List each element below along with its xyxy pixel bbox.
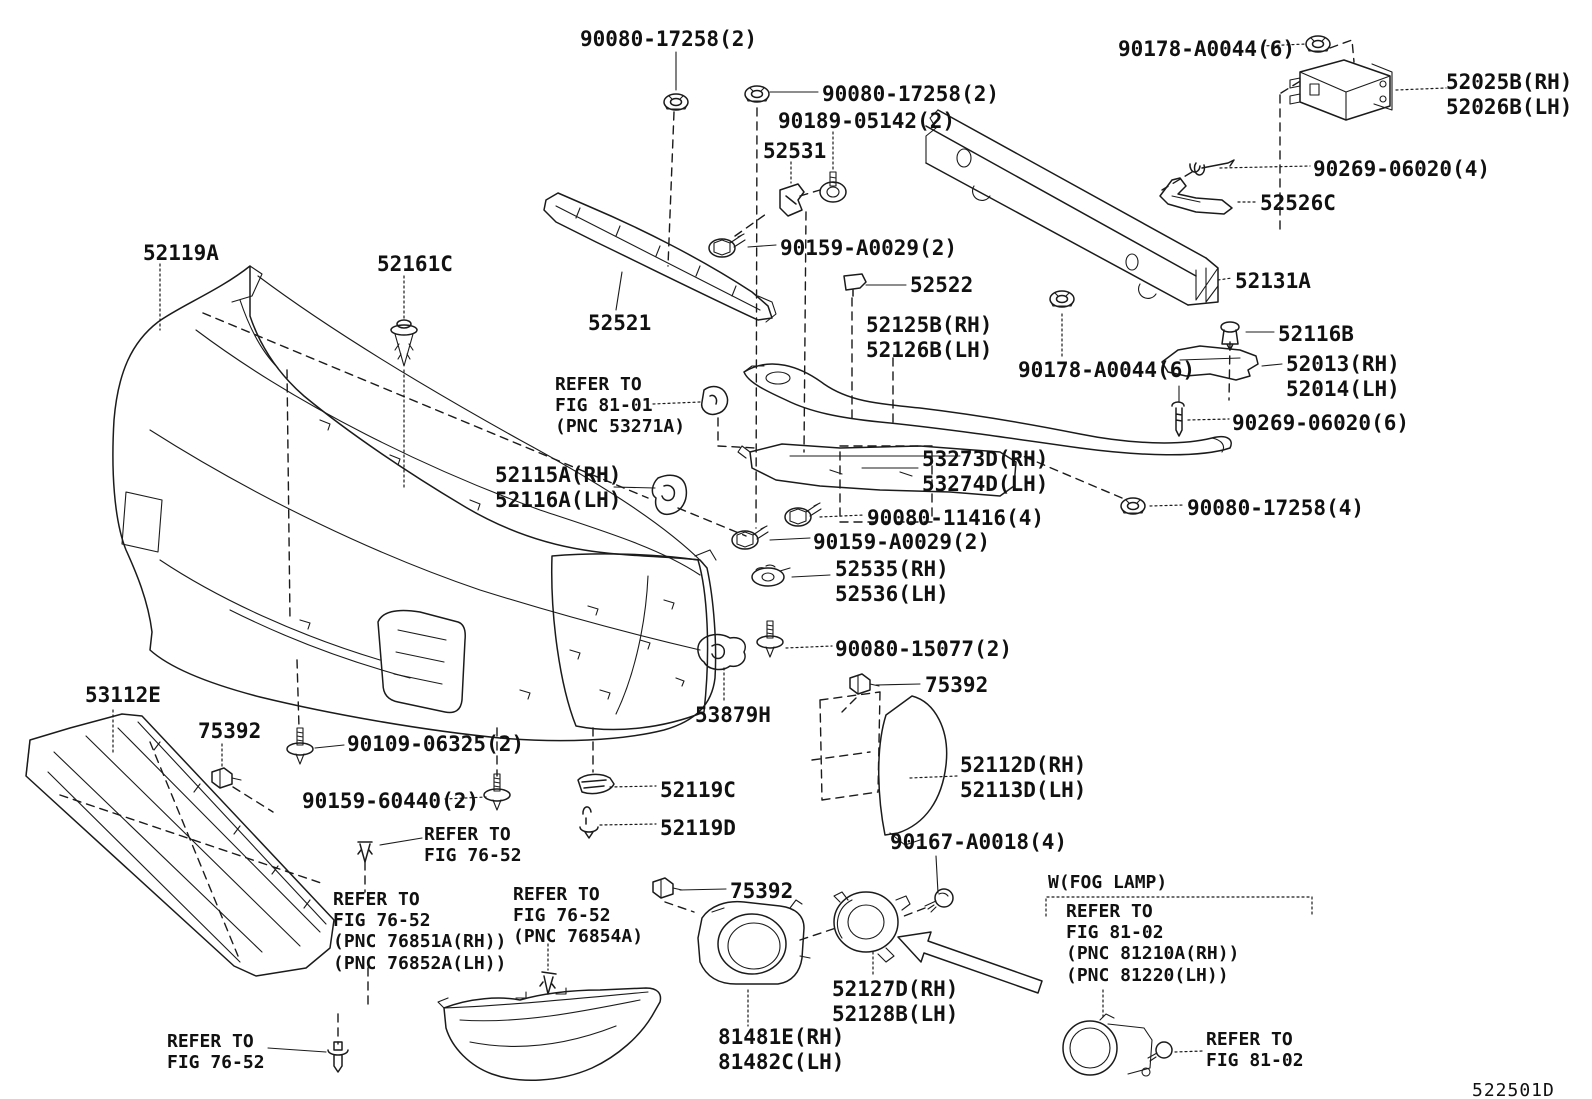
clip-76854a — [539, 971, 557, 995]
label-52521: 52521 — [588, 311, 652, 335]
label-90159-a0029-2a: 90159-A0029(2) — [780, 236, 958, 260]
label-90080-15077-2: 90080-15077(2) — [835, 637, 1013, 661]
label-refer-81-02-small: REFER TO FIG 81-02 — [1206, 1029, 1304, 1072]
nut-90178-a0044-a — [1305, 35, 1331, 53]
bolt-90080-11416 — [784, 502, 822, 527]
clip-52119c — [577, 773, 615, 795]
screw-90080-15077 — [756, 620, 784, 658]
lower-valance-panel — [437, 987, 662, 1081]
label-refer-81-02-main: REFER TO FIG 81-02 (PNC 81210A(RH)) (PNC… — [1066, 901, 1240, 986]
clip-53271a — [700, 385, 729, 416]
clip-52116b — [1220, 321, 1240, 351]
screw-52119d — [579, 806, 599, 839]
leader-lines — [112, 43, 1447, 1053]
label-90080-17258-2a: 90080-17258(2) — [580, 27, 758, 51]
nut-90080-17258-a — [663, 93, 689, 111]
label-52119d: 52119D — [660, 816, 736, 840]
label-90178-a0044-6b: 90178-A0044(6) — [1018, 358, 1196, 382]
label-refer-76-52-bl: REFER TO FIG 76-52 — [167, 1031, 265, 1074]
side-retainer-52112d — [811, 691, 948, 846]
clip-52522 — [843, 273, 867, 297]
label-52116b: 52116B — [1278, 322, 1354, 346]
label-52131a: 52131A — [1235, 269, 1311, 293]
label-52127d-52128b: 52127D(RH) 52128B(LH) — [832, 977, 959, 1026]
label-52119c: 52119C — [660, 778, 736, 802]
label-w-fog-lamp: W(FOG LAMP) — [1048, 872, 1168, 893]
assembly-dash-lines — [59, 39, 1355, 1045]
screw-fog-lamp — [1147, 1041, 1173, 1062]
clip-52115a — [651, 474, 688, 516]
label-81481e-81482c: 81481E(RH) 81482C(LH) — [718, 1025, 845, 1074]
label-53112e: 53112E — [85, 683, 161, 707]
clip-fig76-52-bl — [327, 1041, 349, 1073]
label-90080-17258-2b: 90080-17258(2) — [822, 82, 1000, 106]
label-53879h: 53879H — [695, 703, 771, 727]
label-53273d-53274d: 53273D(RH) 53274D(LH) — [922, 447, 1049, 496]
label-figure-code: 522501D — [1472, 1080, 1555, 1099]
nut-90178-a0044-b — [1049, 290, 1075, 308]
label-90109-06325-2: 90109-06325(2) — [347, 732, 525, 756]
label-90178-a0044-6a: 90178-A0044(6) — [1118, 37, 1296, 61]
label-90189-05142-2: 90189-05142(2) — [778, 109, 956, 133]
front-bumper-cover — [112, 265, 717, 742]
fog-lamp-bezel — [697, 899, 811, 985]
pin-90269-06020-6 — [1171, 401, 1185, 437]
label-90159-a0029-2b: 90159-A0029(2) — [813, 530, 991, 554]
fasteners — [211, 35, 1331, 1073]
label-52535-52536: 52535(RH) 52536(LH) — [835, 557, 949, 606]
label-90167-a0018-4: 90167-A0018(4) — [890, 830, 1068, 854]
bracket-52526c — [1159, 177, 1233, 215]
clip-53879h — [697, 633, 746, 671]
bolt-90159-a0029-b — [731, 525, 769, 550]
screw-90159-60440 — [483, 773, 511, 811]
clip-52535 — [751, 564, 791, 587]
grommet-90189-05142 — [819, 171, 847, 203]
direction-arrow — [897, 931, 1043, 994]
bracket-52013 — [1161, 345, 1259, 381]
label-75392-b: 75392 — [925, 673, 989, 697]
screw-90269-06020-4 — [1189, 159, 1235, 176]
label-52125b-52126b: 52125B(RH) 52126B(LH) — [866, 313, 993, 362]
clip-52161c — [390, 319, 418, 367]
label-52522: 52522 — [910, 273, 974, 297]
label-90080-11416-4: 90080-11416(4) — [867, 506, 1045, 530]
label-75392-a: 75392 — [198, 719, 262, 743]
screw-90109-06325 — [286, 727, 314, 765]
bumper-support-bracket — [737, 443, 1017, 497]
label-75392-c: 75392 — [730, 879, 794, 903]
label-52119a: 52119A — [143, 241, 219, 265]
label-52161c: 52161C — [377, 252, 453, 276]
nut-90080-17258-b — [744, 85, 770, 103]
label-90269-06020-6: 90269-06020(6) — [1232, 411, 1410, 435]
label-52025b-52026b: 52025B(RH) 52026B(LH) — [1446, 70, 1573, 119]
fog-lamp-unit — [1062, 1013, 1153, 1077]
mounting-bracket-52025b — [1289, 59, 1393, 121]
fog-lamp-bracket — [833, 891, 911, 963]
clip-75392-c — [652, 877, 683, 899]
screw-90167-a0018 — [924, 888, 954, 913]
clip-fig76-52-mid — [357, 841, 373, 863]
label-52013-52014: 52013(RH) 52014(LH) — [1286, 352, 1400, 401]
radiator-grille — [25, 713, 335, 977]
bumper-arm-extension — [743, 363, 1232, 456]
label-refer-76851a: REFER TO FIG 76-52 (PNC 76851A(RH)) (PNC… — [333, 889, 507, 974]
clip-52531 — [779, 183, 805, 217]
bolt-90159-a0029-a — [708, 233, 746, 258]
label-90159-60440-2: 90159-60440(2) — [302, 789, 480, 813]
label-refer-81-01: REFER TO FIG 81-01 (PNC 53271A) — [555, 374, 686, 438]
label-52526c: 52526C — [1260, 191, 1336, 215]
bumper-reinforcement-bar — [925, 109, 1219, 306]
radiator-upper-seal-52521 — [543, 192, 777, 323]
label-refer-76854a: REFER TO FIG 76-52 (PNC 76854A) — [513, 884, 644, 948]
label-52112d-52113d: 52112D(RH) 52113D(LH) — [960, 753, 1087, 802]
label-90080-17258-4: 90080-17258(4) — [1187, 496, 1365, 520]
clip-75392-b — [849, 673, 880, 695]
label-52115a-52116a: 52115A(RH) 52116A(LH) — [495, 463, 622, 512]
clip-75392-a — [211, 767, 242, 789]
nut-90080-17258-c — [1120, 497, 1146, 515]
label-52531: 52531 — [763, 139, 827, 163]
label-refer-76-52-mid: REFER TO FIG 76-52 — [424, 824, 522, 867]
label-90269-06020-4: 90269-06020(4) — [1313, 157, 1491, 181]
